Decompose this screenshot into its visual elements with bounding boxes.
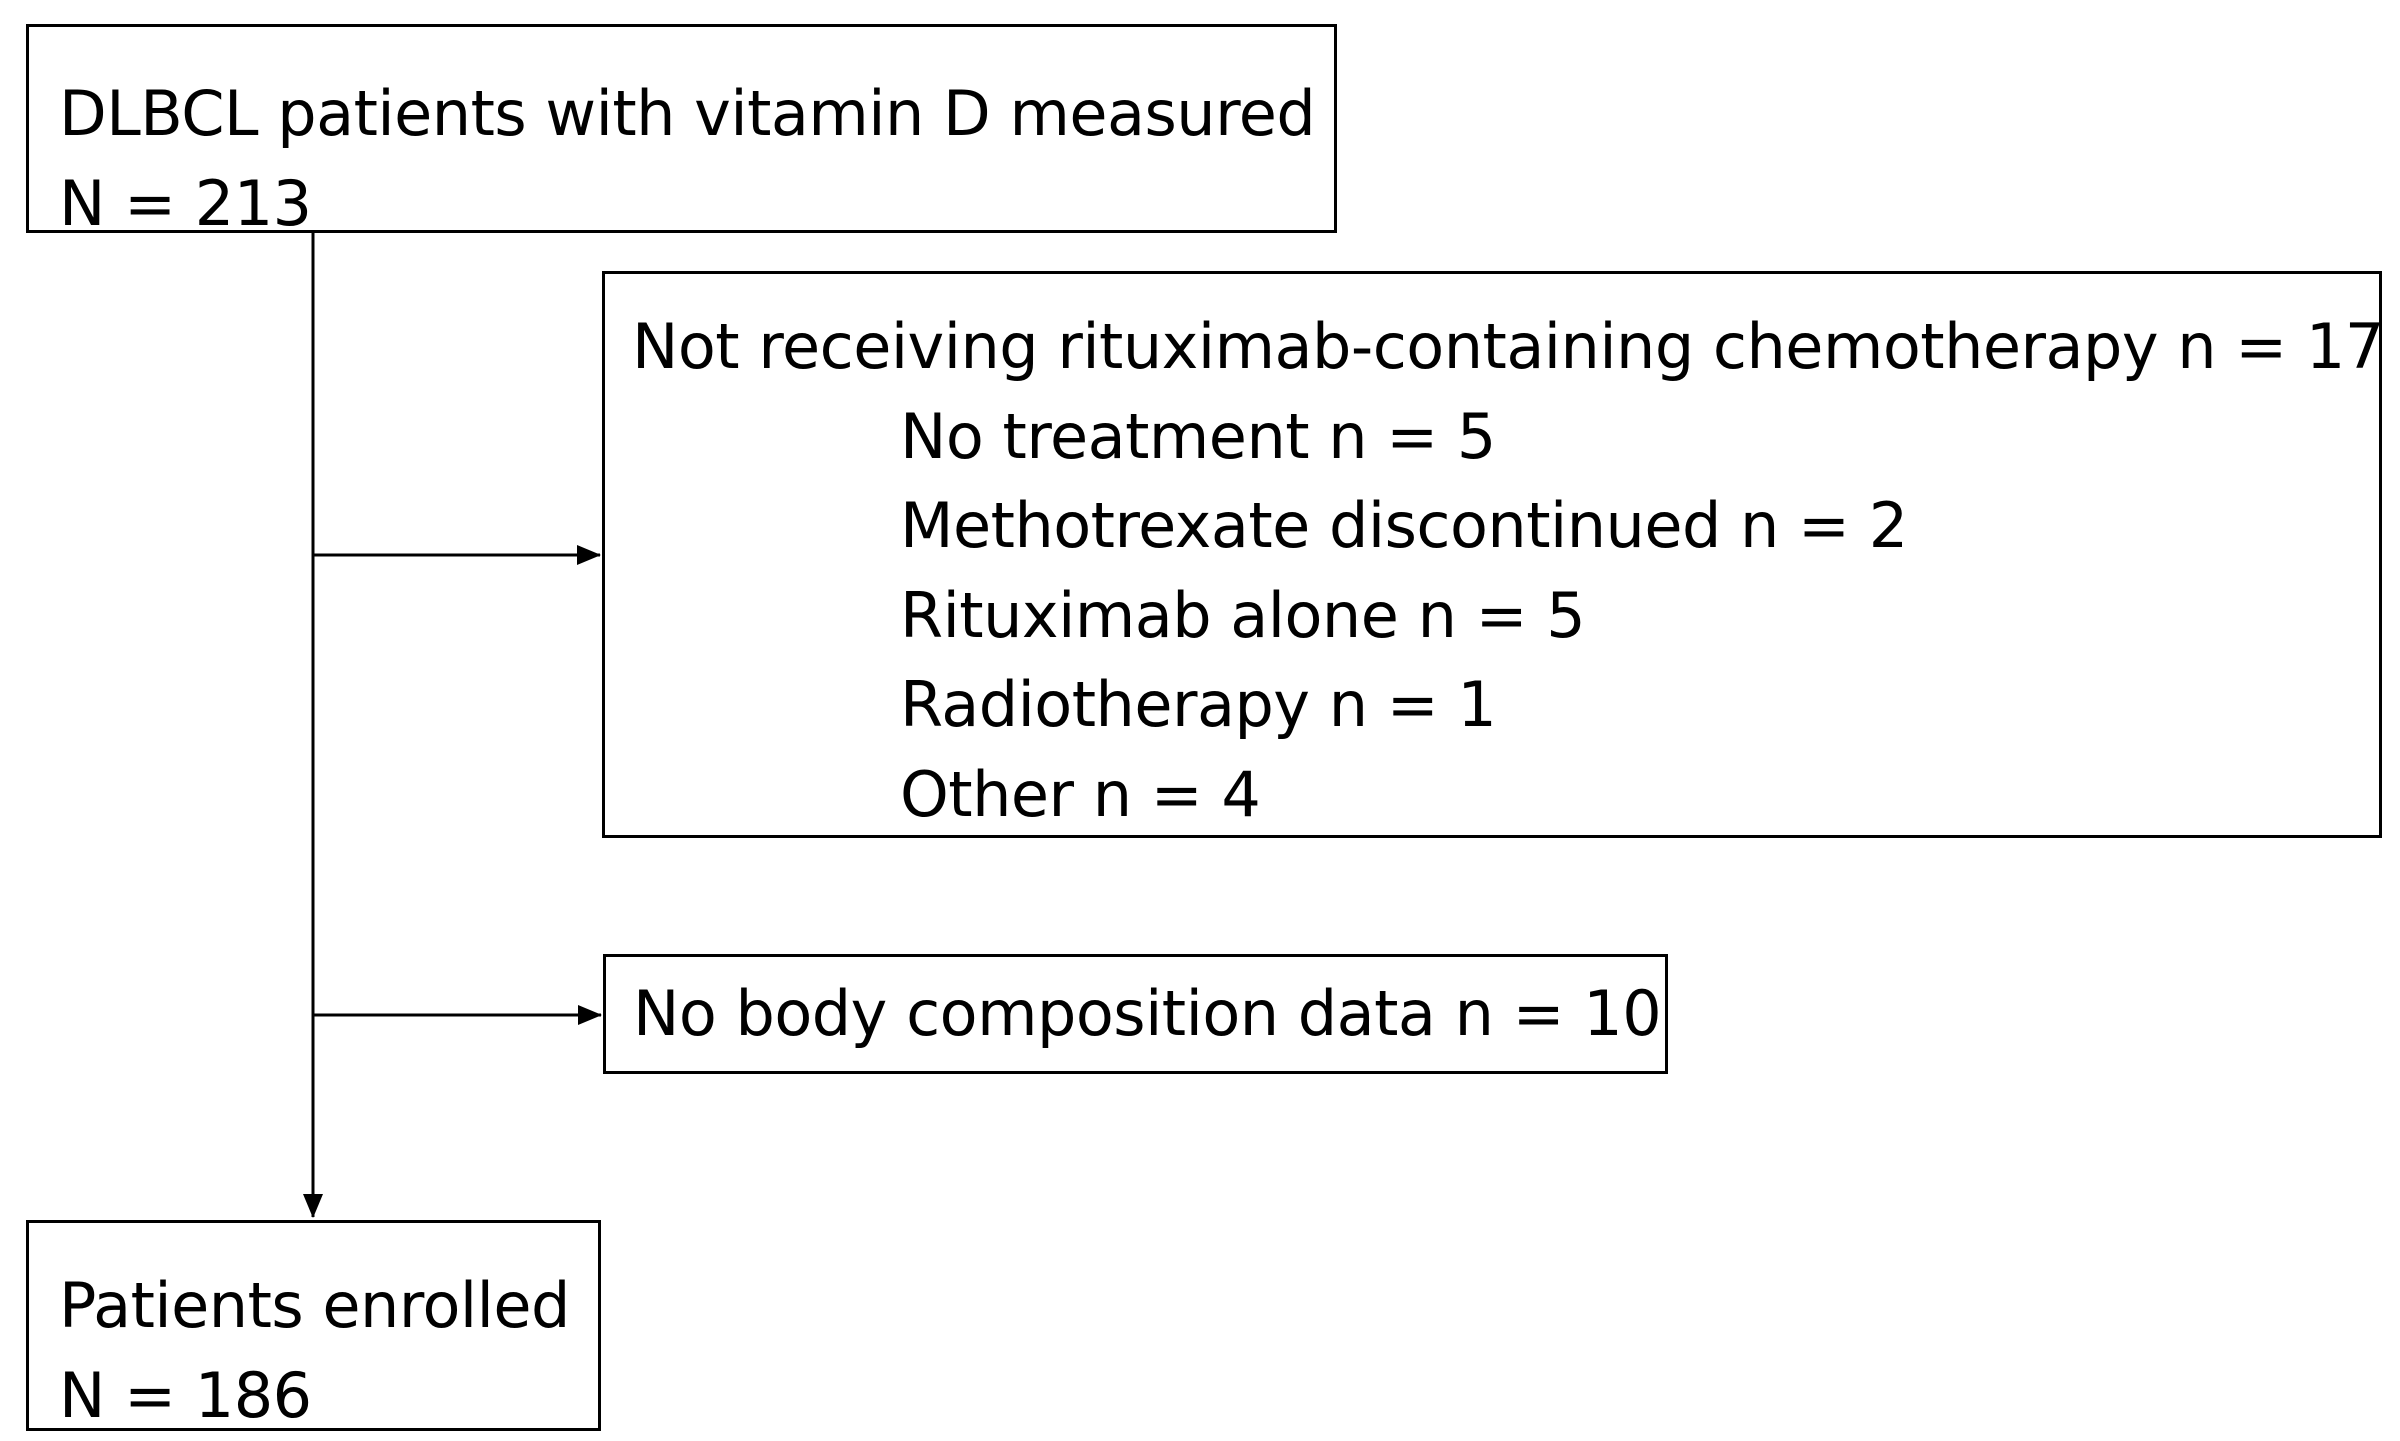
exclusion-treatment-heading: Not receiving rituximab-containing chemo…	[632, 310, 2384, 383]
exclusion-item-no-treatment: No treatment n = 5	[900, 399, 1496, 473]
exclusion-item-radiotherapy: Radiotherapy n = 1	[900, 668, 1497, 741]
source-population-count: N = 213	[59, 167, 312, 240]
exclusion-item-other: Other n = 4	[900, 757, 1261, 831]
exclusion-body-composition-label: No body composition data n = 10	[633, 977, 1662, 1050]
source-population-label: DLBCL patients with vitamin D measured	[59, 77, 1316, 150]
enrolled-patients-box: Patients enrolled N = 186	[26, 1220, 601, 1432]
exclusion-body-composition-box: No body composition data n = 10	[603, 954, 1668, 1074]
source-population-box: DLBCL patients with vitamin D measured N…	[26, 24, 1337, 240]
exclusion-treatment-box: Not receiving rituximab-containing chemo…	[602, 271, 2384, 838]
exclusion-item-methotrexate: Methotrexate discontinued n = 2	[900, 489, 1908, 562]
exclusion-item-rituximab-alone: Rituximab alone n = 5	[900, 578, 1586, 652]
enrolled-patients-label: Patients enrolled	[59, 1269, 570, 1342]
enrolled-patients-count: N = 186	[59, 1359, 312, 1432]
